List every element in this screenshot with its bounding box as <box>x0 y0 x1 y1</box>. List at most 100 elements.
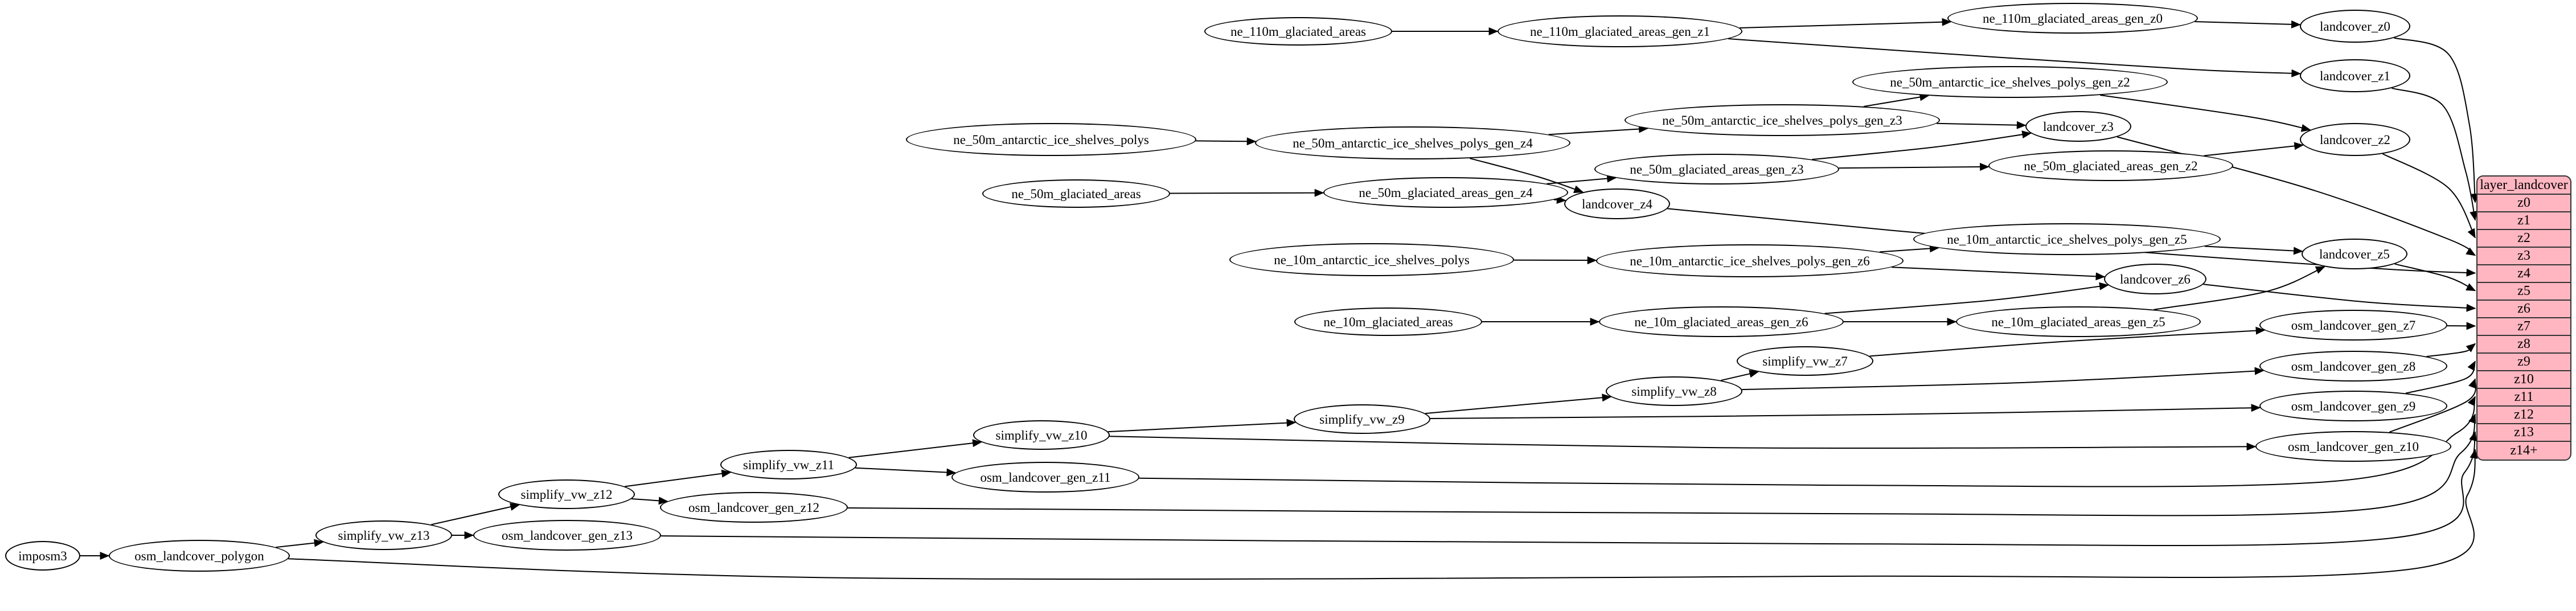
graph-node-ne_110m_glaciated_areas: ne_110m_glaciated_areas <box>1204 17 1392 46</box>
graph-node-ne_50m_glaciated_areas_gen_z3: ne_50m_glaciated_areas_gen_z3 <box>1594 154 1839 184</box>
edge-simplify_vw_z12-to-simplify_vw_z11 <box>625 469 732 487</box>
edge-simplify_vw_z11-to-osm_landcover_gen_z11 <box>855 467 957 477</box>
graph-node-label: simplify_vw_z7 <box>1762 354 1848 368</box>
graph-node-osm_landcover_gen_z13: osm_landcover_gen_z13 <box>473 520 661 551</box>
graph-node-label: ne_10m_glaciated_areas_gen_z6 <box>1634 314 1808 329</box>
edge-osm_landcover_gen_z12-to-table-z12 <box>847 413 2476 516</box>
edge-ne_50m_glaciated_areas_gen_z3-to-landcover_z3 <box>1812 130 2032 161</box>
graph-node-label: ne_50m_glaciated_areas_gen_z3 <box>1630 162 1804 177</box>
graph-node-label: ne_110m_glaciated_areas_gen_z1 <box>1530 24 1710 39</box>
graph-node-label: ne_50m_glaciated_areas <box>1011 186 1141 201</box>
edge-landcover_z0-to-table-z0 <box>2394 37 2479 203</box>
table-header: layer_landcover <box>2477 177 2570 195</box>
graph-node-simplify_vw_z7: simplify_vw_z7 <box>1737 346 1873 376</box>
graph-node-simplify_vw_z10: simplify_vw_z10 <box>973 420 1110 450</box>
graph-node-osm_landcover_gen_z9: osm_landcover_gen_z9 <box>2259 391 2447 421</box>
graph-node-landcover_z5: landcover_z5 <box>2302 239 2407 269</box>
graph-node-label: landcover_z2 <box>2320 132 2390 147</box>
graph-node-ne_10m_glaciated_areas: ne_10m_glaciated_areas <box>1294 307 1482 336</box>
graph-node-label: osm_landcover_gen_z7 <box>2291 318 2416 333</box>
graph-node-label: simplify_vw_z11 <box>743 457 835 472</box>
table-row-z8: z8 <box>2477 336 2570 354</box>
edge-ne_50m_antarctic_ice_shelves_polys_gen_z4-to-landcover_z4 <box>1470 158 1584 193</box>
graph-node-label: ne_10m_antarctic_ice_shelves_polys_gen_z… <box>1947 232 2187 247</box>
graph-node-ne_50m_glaciated_areas_gen_z4: ne_50m_glaciated_areas_gen_z4 <box>1323 177 1568 208</box>
edge-osm_landcover_gen_z10-to-table-z10 <box>2389 378 2476 433</box>
graph-node-label: simplify_vw_z10 <box>995 428 1088 442</box>
graph-node-label: ne_110m_glaciated_areas <box>1230 24 1366 39</box>
table-row-z7: z7 <box>2477 318 2570 336</box>
graph-node-landcover_z2: landcover_z2 <box>2300 123 2410 156</box>
edge-ne_10m_glaciated_areas_gen_z5-to-landcover_z5 <box>2153 266 2325 310</box>
edge-simplify_vw_z9-to-simplify_vw_z8 <box>1425 393 1612 415</box>
graph-node-osm_landcover_gen_z12: osm_landcover_gen_z12 <box>660 492 848 523</box>
edge-ne_50m_antarctic_ice_shelves_polys_gen_z4-to-ne_50m_antarctic_ice_shelves_polys_gen_z3 <box>1548 125 1648 136</box>
edge-ne_50m_glaciated_areas_gen_z3-to-ne_50m_glaciated_areas_gen_z2 <box>1839 162 1990 171</box>
edge-ne_50m_antarctic_ice_shelves_polys_gen_z2-to-landcover_z2 <box>2100 94 2311 132</box>
graph-node-osm_landcover_gen_z7: osm_landcover_gen_z7 <box>2259 310 2447 341</box>
table-row-z0: z0 <box>2477 195 2570 212</box>
graph-node-label: ne_50m_antarctic_ice_shelves_polys <box>953 132 1149 147</box>
graph-node-ne_50m_antarctic_ice_shelves_polys_gen_z4: ne_50m_antarctic_ice_shelves_polys_gen_z… <box>1255 126 1570 159</box>
graph-node-label: osm_landcover_gen_z13 <box>502 528 633 543</box>
graph-node-imposm3: imposm3 <box>5 541 80 571</box>
edge-ne_10m_glaciated_areas_gen_z6-to-landcover_z6 <box>1824 282 2109 314</box>
graph-node-osm_landcover_gen_z11: osm_landcover_gen_z11 <box>951 462 1139 493</box>
graph-node-ne_10m_antarctic_ice_shelves_polys_gen_z6: ne_10m_antarctic_ice_shelves_polys_gen_z… <box>1596 244 1904 277</box>
graph-node-label: ne_10m_glaciated_areas_gen_z5 <box>1991 314 2165 329</box>
graph-node-ne_50m_antarctic_ice_shelves_polys_gen_z2: ne_50m_antarctic_ice_shelves_polys_gen_z… <box>1852 66 2168 98</box>
graph-node-ne_50m_antarctic_ice_shelves_polys_gen_z3: ne_50m_antarctic_ice_shelves_polys_gen_z… <box>1625 104 1940 136</box>
graph-node-simplify_vw_z13: simplify_vw_z13 <box>315 520 452 550</box>
edge-simplify_vw_z13-to-simplify_vw_z12 <box>431 503 520 526</box>
edge-ne_50m_glaciated_areas_gen_z2-to-landcover_z2 <box>2204 142 2304 157</box>
edge-ne_110m_glaciated_areas_gen_z1-to-ne_110m_glaciated_areas_gen_z0 <box>1739 18 1952 28</box>
graph-node-ne_10m_glaciated_areas_gen_z5: ne_10m_glaciated_areas_gen_z5 <box>1956 306 2201 337</box>
graph-node-osm_landcover_gen_z10: osm_landcover_gen_z10 <box>2255 431 2451 462</box>
graph-node-label: ne_10m_glaciated_areas <box>1323 314 1453 329</box>
graph-node-ne_110m_glaciated_areas_gen_z0: ne_110m_glaciated_areas_gen_z0 <box>1947 3 2198 34</box>
graph-node-label: osm_landcover_gen_z9 <box>2291 399 2416 413</box>
graph-node-landcover_z3: landcover_z3 <box>2025 111 2131 142</box>
graph-node-label: landcover_z3 <box>2043 119 2114 134</box>
graph-node-label: simplify_vw_z13 <box>338 528 430 543</box>
edge-ne_110m_glaciated_areas_gen_z1-to-landcover_z1 <box>1728 38 2302 77</box>
graph-node-osm_landcover_polygon: osm_landcover_polygon <box>109 540 290 572</box>
edge-landcover_z6-to-table-z6 <box>2203 284 2476 312</box>
edge-simplify_vw_z10-to-simplify_vw_z9 <box>1107 419 1297 433</box>
graph-node-label: imposm3 <box>18 548 67 563</box>
edge-ne_10m_antarctic_ice_shelves_polys_gen_z5-to-landcover_z5 <box>2204 245 2303 255</box>
graph-node-ne_110m_glaciated_areas_gen_z1: ne_110m_glaciated_areas_gen_z1 <box>1498 15 1742 47</box>
graph-node-simplify_vw_z11: simplify_vw_z11 <box>720 450 857 479</box>
table-row-z12: z12 <box>2477 407 2570 424</box>
graph-node-landcover_z0: landcover_z0 <box>2300 10 2410 43</box>
edge-ne_50m_antarctic_ice_shelves_polys_gen_z3-to-landcover_z3 <box>1937 121 2027 129</box>
edge-landcover_z2-to-table-z2 <box>2382 153 2476 239</box>
edge-landcover_z5-to-table-z5 <box>2394 263 2476 292</box>
edge-osm_landcover_gen_z8-to-table-z8 <box>2426 343 2476 358</box>
table-row-z9: z9 <box>2477 354 2570 371</box>
graph-node-label: landcover_z4 <box>1582 196 1652 211</box>
graph-node-osm_landcover_gen_z8: osm_landcover_gen_z8 <box>2259 351 2447 382</box>
graph-node-simplify_vw_z9: simplify_vw_z9 <box>1294 404 1430 434</box>
graph-node-ne_10m_antarctic_ice_shelves_polys: ne_10m_antarctic_ice_shelves_polys <box>1229 243 1514 276</box>
graph-node-label: ne_50m_glaciated_areas_gen_z4 <box>1359 185 1533 200</box>
graph-node-ne_50m_antarctic_ice_shelves_polys: ne_50m_antarctic_ice_shelves_polys <box>906 123 1196 156</box>
edge-simplify_vw_z8-to-osm_landcover_gen_z8 <box>1742 367 2265 391</box>
edge-osm_landcover_gen_z13-to-table-z13 <box>661 431 2477 547</box>
table-row-z2: z2 <box>2477 230 2570 248</box>
graph-node-label: ne_50m_antarctic_ice_shelves_polys_gen_z… <box>1662 113 1902 128</box>
table-row-z1: z1 <box>2477 212 2570 230</box>
edge-osm_landcover_polygon-to-simplify_vw_z13 <box>276 539 324 548</box>
graph-node-label: simplify_vw_z9 <box>1319 412 1405 427</box>
graph-node-label: simplify_vw_z12 <box>520 487 613 502</box>
edge-simplify_vw_z9-to-osm_landcover_gen_z9 <box>1430 404 2261 419</box>
edge-ne_50m_antarctic_ice_shelves_polys_gen_z3-to-ne_50m_antarctic_ice_shelves_polys_gen_z2 <box>1863 93 1930 108</box>
graph-node-label: landcover_z0 <box>2320 19 2390 34</box>
table-row-z3: z3 <box>2477 248 2570 265</box>
edge-simplify_vw_z11-to-simplify_vw_z10 <box>848 439 982 458</box>
edge-osm_landcover_gen_z9-to-table-z9 <box>2405 360 2476 394</box>
graph-node-label: osm_landcover_gen_z8 <box>2291 359 2416 374</box>
